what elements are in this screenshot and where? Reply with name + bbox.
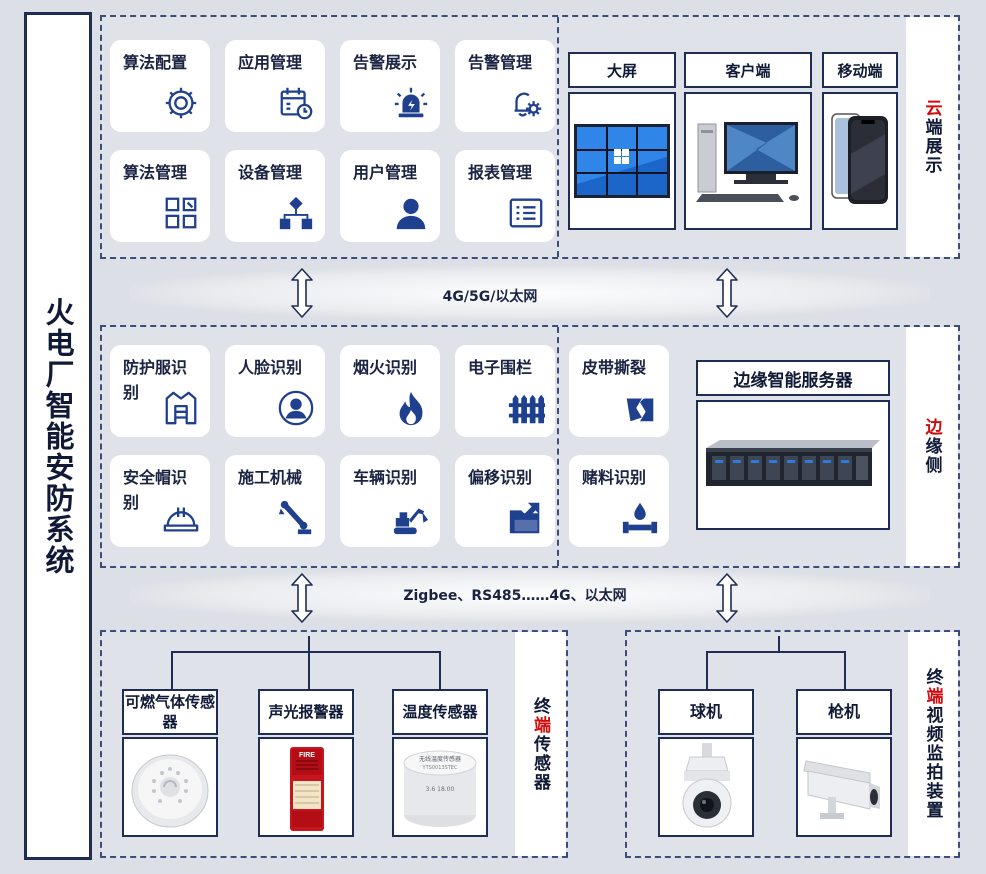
smartphone-icon	[824, 94, 896, 228]
cloud-divider	[557, 17, 559, 257]
fence-icon	[508, 394, 545, 424]
gas-detector-icon	[124, 739, 216, 835]
edge-divider	[557, 327, 559, 566]
temp-label-1: 无线温度传感器	[419, 755, 461, 763]
sound-light-alarm-icon: FIRE	[260, 739, 352, 835]
bullet-camera-icon	[798, 739, 890, 835]
sensor-temp-image: 无线温度传感器 YTS0013STEC 3.6 18.00	[392, 737, 488, 837]
tile-electronic-fence[interactable]: 电子围栏	[455, 345, 555, 437]
sensor-alarm-image: FIRE	[258, 737, 354, 837]
tile-protective-suit[interactable]: 防护服识别	[110, 345, 210, 437]
sensor-tree-m	[308, 651, 310, 689]
system-title-panel: 火电厂智能安防系统	[24, 12, 92, 860]
dome-camera-icon	[660, 739, 752, 835]
alarm-fire-text: FIRE	[299, 752, 315, 759]
tile-face-recognition[interactable]: 人脸识别	[225, 345, 325, 437]
tile-construction-machinery[interactable]: 施工机械	[225, 455, 325, 547]
video-wall-icon	[570, 94, 674, 228]
grid-apps-icon	[165, 197, 197, 229]
arrow-bottom-right	[714, 572, 740, 628]
sensor-alarm-title: 声光报警器	[258, 689, 354, 735]
device-client-title: 客户端	[684, 52, 812, 88]
sensor-side-label: 终端传感器	[515, 632, 566, 856]
tile-device-management[interactable]: 设备管理	[225, 150, 325, 242]
excavator-icon	[393, 508, 429, 535]
device-mobile-title: 移动端	[822, 52, 898, 88]
rack-server-icon	[698, 402, 888, 528]
camera-dome-title: 球机	[658, 689, 754, 735]
cloud-side-label: 云端展示	[906, 17, 958, 257]
folder-arrow-icon	[509, 502, 540, 534]
link-band-bottom	[130, 568, 930, 622]
video-side-label: 终端视频监拍装置	[908, 632, 958, 856]
arrow-bottom-left	[289, 572, 315, 628]
system-title: 火电厂智能安防系统	[41, 296, 75, 576]
temp-label-2: YTS0013STEC	[422, 765, 458, 771]
desktop-computer-icon	[686, 94, 810, 228]
pipe-drop-icon	[622, 502, 658, 534]
camera-dome-image	[658, 737, 754, 837]
tile-algorithm-config[interactable]: 算法配置	[110, 40, 210, 132]
video-tree-bar	[706, 651, 846, 653]
sensor-temp-title: 温度传感器	[392, 689, 488, 735]
sensor-gas-title: 可燃气体传感器	[122, 689, 218, 735]
device-big-screen-title: 大屏	[568, 52, 676, 88]
tile-smoke-fire[interactable]: 烟火识别	[340, 345, 440, 437]
temperature-sensor-icon: 无线温度传感器 YTS0013STEC 3.6 18.00	[394, 739, 486, 835]
tile-alarm-display[interactable]: 告警展示	[340, 40, 440, 132]
tile-algorithm-management[interactable]: 算法管理	[110, 150, 210, 242]
tile-app-management[interactable]: 应用管理	[225, 40, 325, 132]
arrow-top-right	[714, 267, 740, 323]
link-band-top	[130, 266, 930, 320]
org-chart-icon	[279, 196, 313, 230]
camera-bullet-title: 枪机	[796, 689, 892, 735]
vest-icon	[165, 391, 197, 425]
list-report-icon	[509, 198, 543, 228]
helmet-icon	[163, 507, 199, 532]
double-arrow-icon	[291, 573, 313, 623]
double-arrow-icon	[716, 268, 738, 318]
sensor-tree-top	[308, 636, 310, 652]
sensor-gas-image	[122, 737, 218, 837]
client-image	[684, 92, 812, 230]
mobile-image	[822, 92, 898, 230]
arrow-top-left	[289, 267, 315, 323]
user-icon	[396, 198, 426, 230]
tile-alarm-management[interactable]: 告警管理	[455, 40, 555, 132]
face-icon	[278, 390, 314, 426]
video-tree-l	[706, 651, 708, 689]
tile-vehicle[interactable]: 车辆识别	[340, 455, 440, 547]
alarm-light-icon	[394, 87, 428, 118]
flame-icon	[399, 391, 423, 426]
bell-gear-icon	[514, 92, 542, 117]
big-screen-image	[568, 92, 676, 230]
tile-belt-tear[interactable]: 皮带撕裂	[569, 345, 669, 437]
tile-user-management[interactable]: 用户管理	[340, 150, 440, 242]
double-arrow-icon	[716, 573, 738, 623]
edge-server-title: 边缘智能服务器	[696, 360, 890, 396]
gear-icon	[165, 87, 197, 119]
sensor-tree-r	[439, 651, 441, 689]
belt-tear-icon	[626, 398, 654, 422]
tile-helmet[interactable]: 安全帽识别	[110, 455, 210, 547]
link-label-top: 4G/5G/以太网	[442, 289, 538, 305]
video-tree-top	[778, 636, 780, 652]
edge-server-image	[696, 400, 890, 530]
sensor-tree-bar	[171, 651, 441, 653]
calendar-clock-icon	[280, 87, 313, 120]
double-arrow-icon	[291, 268, 313, 318]
video-tree-r	[844, 651, 846, 689]
edge-side-label: 边缘侧	[906, 327, 958, 566]
camera-bullet-image	[796, 737, 892, 837]
crane-arm-icon	[278, 500, 312, 535]
tile-offset[interactable]: 偏移识别	[455, 455, 555, 547]
temp-label-3: 3.6 18.00	[426, 786, 455, 793]
tile-material-block[interactable]: 赌料识别	[569, 455, 669, 547]
sensor-tree-l	[171, 651, 173, 689]
tile-report-management[interactable]: 报表管理	[455, 150, 555, 242]
link-label-bottom: Zigbee、RS485……4G、以太网	[403, 588, 627, 604]
